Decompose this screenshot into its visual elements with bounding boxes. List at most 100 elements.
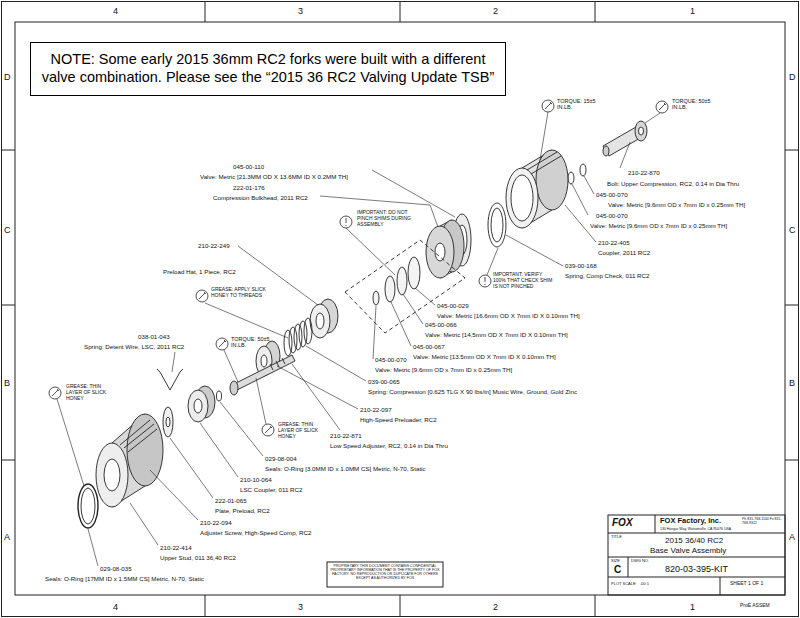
part-number: 045-00-070 (596, 191, 628, 198)
drawing-line (391, 302, 411, 346)
drawing-ellipse (289, 327, 297, 353)
drawing-line (584, 176, 594, 194)
drawing-line (224, 350, 238, 382)
part-number: 210-22-405 (598, 239, 630, 246)
title-block-text: C (614, 564, 621, 576)
part-description: Preload Hat, 1 Piece, RC2 (163, 268, 236, 275)
drawing-ellipse (639, 127, 644, 135)
drawing-line (608, 577, 785, 578)
drawing-line (403, 294, 423, 324)
drawing-circle (656, 101, 668, 113)
drawing-line (270, 364, 273, 370)
part-number: 210-22-094 (200, 519, 232, 526)
drawing-line (306, 346, 366, 381)
torque-note: TORQUE: 15±5 IN.LB. (557, 98, 601, 111)
drawing-line (506, 235, 563, 266)
title-block-text: .00:1 (640, 582, 649, 587)
part-number: 210-22-414 (160, 544, 192, 551)
drawing-line (572, 184, 588, 215)
drawing-line (415, 288, 435, 305)
drawing-ellipse (81, 488, 95, 524)
drawing-line (645, 113, 660, 123)
part-description: Compression Bulkhead, 2011 RC2 (213, 194, 308, 201)
drawing-rect (608, 515, 785, 595)
drawing-line (785, 150, 799, 151)
part-number: 210-10-064 (240, 476, 272, 483)
part-number: 210-22-870 (628, 169, 660, 176)
drawing-path (199, 292, 206, 299)
drawing-line (282, 358, 285, 364)
drawing-line (400, 2, 401, 23)
part-description: Seals: O-Ring [17MM ID x 1.5MM CS] Metri… (45, 575, 204, 582)
drawing-line (655, 515, 656, 533)
part-description: Spring: Compression [0.625 TLG X 90 lbs/… (368, 388, 577, 395)
title-block-lines (327, 515, 785, 595)
drawing-line (720, 577, 721, 595)
part-number: 222-01-065 (215, 497, 247, 504)
part-description: Valve: Metric [16.6mm OD X 7mm ID X 0.10… (437, 312, 580, 319)
grid-reference: 2 (493, 6, 498, 16)
drawing-ellipse (166, 417, 170, 427)
drawing-path (346, 218, 347, 226)
part-description: Upper Stud, 011 36,40 RC2 (160, 554, 236, 561)
grid-reference: D (4, 72, 11, 82)
drawing-line (170, 438, 213, 498)
drawing-line (400, 595, 401, 617)
drawing-line (205, 303, 288, 338)
part-description: Adjuster Screw, High-Speed Comp, RC2 (200, 529, 311, 536)
drawing-ellipse (188, 390, 208, 422)
grease-note: GREASE: THIN LAYER OF SLICK HONEY (66, 384, 116, 401)
drawing-ellipse (397, 267, 407, 295)
title-block-text: FOX (612, 517, 633, 529)
drawing-line (277, 366, 358, 409)
grid-reference: 3 (298, 602, 303, 612)
title-block-text: PLOT SCALE: (611, 582, 637, 587)
title-block-text: Base Valve Assembly (650, 546, 726, 555)
drawing-circle (340, 216, 352, 228)
part-number: 045-00-029 (437, 302, 469, 309)
drawing-line (595, 2, 596, 23)
drawing-ellipse (385, 276, 395, 302)
drawing-path (485, 277, 486, 285)
leader-lines (57, 112, 660, 566)
drawing-ellipse (506, 168, 538, 228)
drawing-ellipse (284, 330, 292, 356)
drawing-ellipse (568, 172, 574, 184)
grid-reference: 1 (690, 6, 695, 16)
grid-reference: 4 (113, 6, 118, 16)
title-block-text: DWG NO. (631, 559, 649, 564)
part-description: Valve: Metric [9.6mm OD x 7mm ID x 0.25m… (590, 222, 727, 229)
drawing-line (2, 460, 16, 461)
drawing-line (785, 460, 799, 461)
drawing-path (659, 103, 666, 110)
part-description: Spring: Detent Wire, LSC, 2011 RC2 (84, 343, 184, 350)
drawing-path (157, 369, 183, 390)
drawing-circle (49, 387, 61, 399)
grid-reference: 1 (690, 602, 695, 612)
grid-reference: C (789, 225, 796, 235)
title-block-text: SHEET 1 OF 1 (730, 581, 763, 587)
drawing-line (205, 595, 206, 617)
drawing-line (2, 150, 16, 151)
title-block-text: FOX Factory, Inc. (660, 517, 721, 526)
grid-reference: 2 (493, 602, 498, 612)
drawing-ellipse (194, 399, 202, 413)
part-description: Valve: Metric [13.5mm OD X 7mm ID X 0.10… (413, 353, 556, 360)
drawing-ellipse (127, 414, 163, 486)
drawing-line (595, 595, 596, 617)
part-number: 045-00-110 (233, 163, 264, 170)
part-number: 029-08-035 (100, 565, 132, 572)
part-description: Coupler, 2011 RC2 (598, 249, 650, 256)
grid-reference: C (4, 225, 11, 235)
part-number: 222-01-176 (233, 184, 265, 191)
drawing-g (284, 318, 312, 356)
part-number: 039-00-168 (565, 262, 597, 269)
part-description: High-Speed Preloader, RC2 (360, 416, 437, 423)
drawing-line (57, 399, 84, 486)
drawing-ellipse (435, 243, 445, 261)
part-number: 038-01-043 (138, 333, 170, 340)
drawing-ellipse (491, 208, 503, 242)
drawing-line (2, 305, 16, 306)
